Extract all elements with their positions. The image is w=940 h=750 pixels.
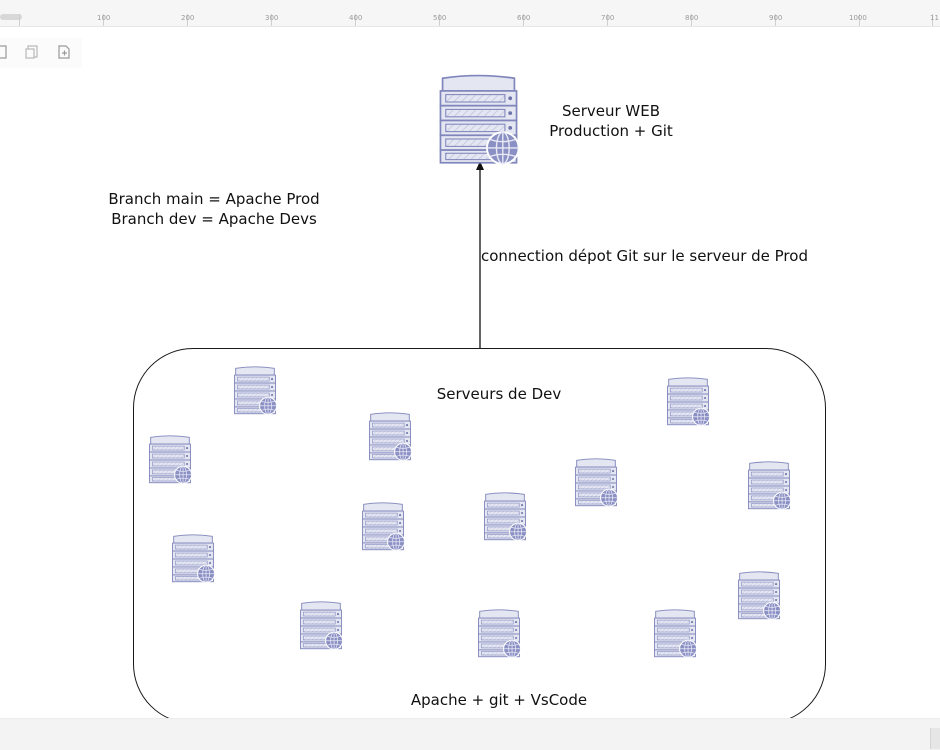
ruler-tick-label: 400 <box>349 14 363 22</box>
ruler-tick-label: 500 <box>433 14 447 22</box>
ruler-tick <box>607 14 608 26</box>
dev-server-icon <box>571 458 621 508</box>
ruler-tick-label: 200 <box>181 14 195 22</box>
dev-server-icon <box>474 609 524 659</box>
ruler-tick <box>859 14 860 26</box>
ruler-tick <box>523 14 524 26</box>
ruler-tick <box>775 14 776 26</box>
branch-main-label: Branch main = Apache Prod <box>108 190 320 208</box>
dev-cluster-footer: Apache + git + VsCode <box>410 691 588 709</box>
dev-cluster-title: Serveurs de Dev <box>436 385 562 403</box>
dev-server-icon <box>365 412 415 462</box>
ruler-tick <box>932 14 933 26</box>
ruler-tick-label: 900 <box>769 14 783 22</box>
ruler-tick <box>103 14 104 26</box>
ruler-tick <box>187 14 188 26</box>
prod-server-title-line1: Serveur WEB <box>561 102 661 120</box>
dev-server-icon <box>663 377 713 427</box>
ruler-tick <box>691 14 692 26</box>
ruler-tick-label: 800 <box>685 14 699 22</box>
ruler-tick-label: 100 <box>97 14 111 22</box>
status-bar <box>0 718 940 750</box>
resize-handle[interactable] <box>930 728 940 749</box>
toolbar <box>0 38 82 68</box>
ruler-tick-label: 1000 <box>849 14 867 22</box>
ruler-tick-label: 600 <box>517 14 531 22</box>
dev-server-icon <box>650 609 700 659</box>
connection-label: connection dépot Git sur le serveur de P… <box>481 247 808 265</box>
dev-server-icon <box>168 534 218 584</box>
dev-server-icon <box>230 366 280 416</box>
ruler-tick <box>439 14 440 26</box>
dev-server-icon <box>734 571 784 621</box>
ruler-tick-label: 300 <box>265 14 279 22</box>
ruler-scroll-thumb[interactable] <box>0 14 22 20</box>
page-icon[interactable] <box>0 44 10 60</box>
ruler-tick <box>355 14 356 26</box>
horizontal-ruler: 100 200 300 400 500 600 700 800 900 1000… <box>0 0 940 27</box>
ruler-tick <box>19 14 20 26</box>
ruler-tick-label: 700 <box>601 14 615 22</box>
dev-server-icon <box>145 435 195 485</box>
dev-server-icon <box>744 461 794 511</box>
add-page-icon[interactable] <box>56 44 72 60</box>
ruler-tick <box>271 14 272 26</box>
prod-server-title-line2: Production + Git <box>549 122 673 140</box>
ruler-tick-label: 11 <box>930 14 939 22</box>
dev-server-icon <box>296 601 346 651</box>
dev-server-icon <box>480 492 530 542</box>
web-server-icon <box>432 74 525 167</box>
dev-server-icon <box>358 502 408 552</box>
duplicate-page-icon[interactable] <box>24 44 40 60</box>
branch-dev-label: Branch dev = Apache Devs <box>111 210 317 228</box>
